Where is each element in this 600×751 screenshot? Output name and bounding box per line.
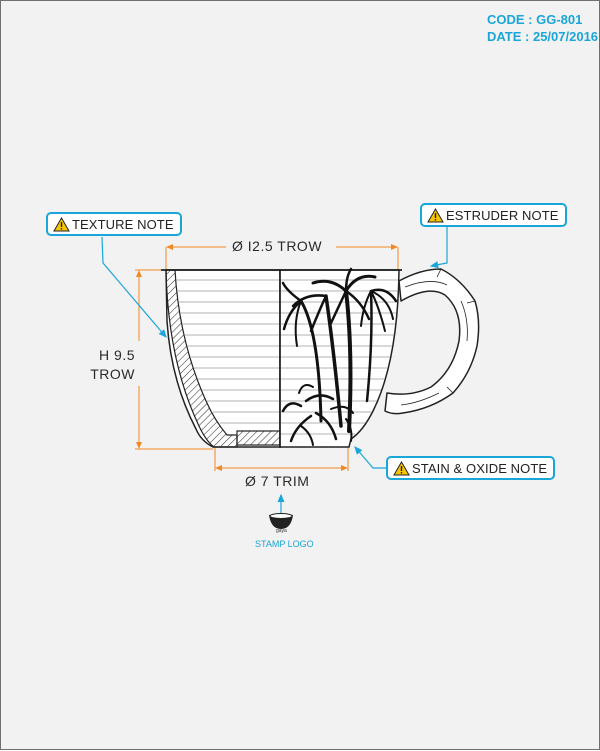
base-diameter-label: Ø 7 TRIM bbox=[245, 473, 310, 489]
note-leaders bbox=[101, 227, 448, 513]
cup-exterior-right bbox=[161, 269, 402, 448]
cup-handle bbox=[384, 268, 480, 415]
stamp-logo-label: STAMP LOGO bbox=[255, 539, 314, 549]
top-diameter-label: Ø I2.5 TROW bbox=[232, 238, 323, 254]
drawing-date: DATE : 25/07/2016 bbox=[487, 29, 599, 44]
stamp-brand-text: gaya bbox=[276, 528, 287, 534]
cup-section-left bbox=[165, 269, 281, 448]
title-block: CODE : GG-801 DATE : 25/07/2016 bbox=[487, 11, 598, 45]
texture-note-callout[interactable]: TEXTURE NOTE bbox=[46, 212, 182, 236]
stain-oxide-note-callout[interactable]: STAIN & OXIDE NOTE bbox=[386, 456, 556, 480]
height-label: H 9.5 TROW bbox=[79, 346, 135, 384]
height-value: H 9.5 bbox=[99, 347, 135, 363]
warning-icon bbox=[393, 460, 410, 475]
warning-icon bbox=[427, 207, 444, 222]
dimension-lines bbox=[135, 244, 399, 471]
warning-icon bbox=[53, 216, 70, 231]
product-code: CODE : GG-801 bbox=[487, 12, 583, 27]
texture-note-label: TEXTURE NOTE bbox=[72, 216, 174, 232]
stain-oxide-note-label: STAIN & OXIDE NOTE bbox=[412, 460, 548, 476]
palm-tree-decal bbox=[281, 267, 398, 446]
estruder-note-label: ESTRUDER NOTE bbox=[446, 207, 559, 223]
estruder-note-callout[interactable]: ESTRUDER NOTE bbox=[420, 203, 567, 227]
stamp-bowl-icon bbox=[269, 513, 293, 529]
height-unit: TROW bbox=[90, 366, 135, 382]
